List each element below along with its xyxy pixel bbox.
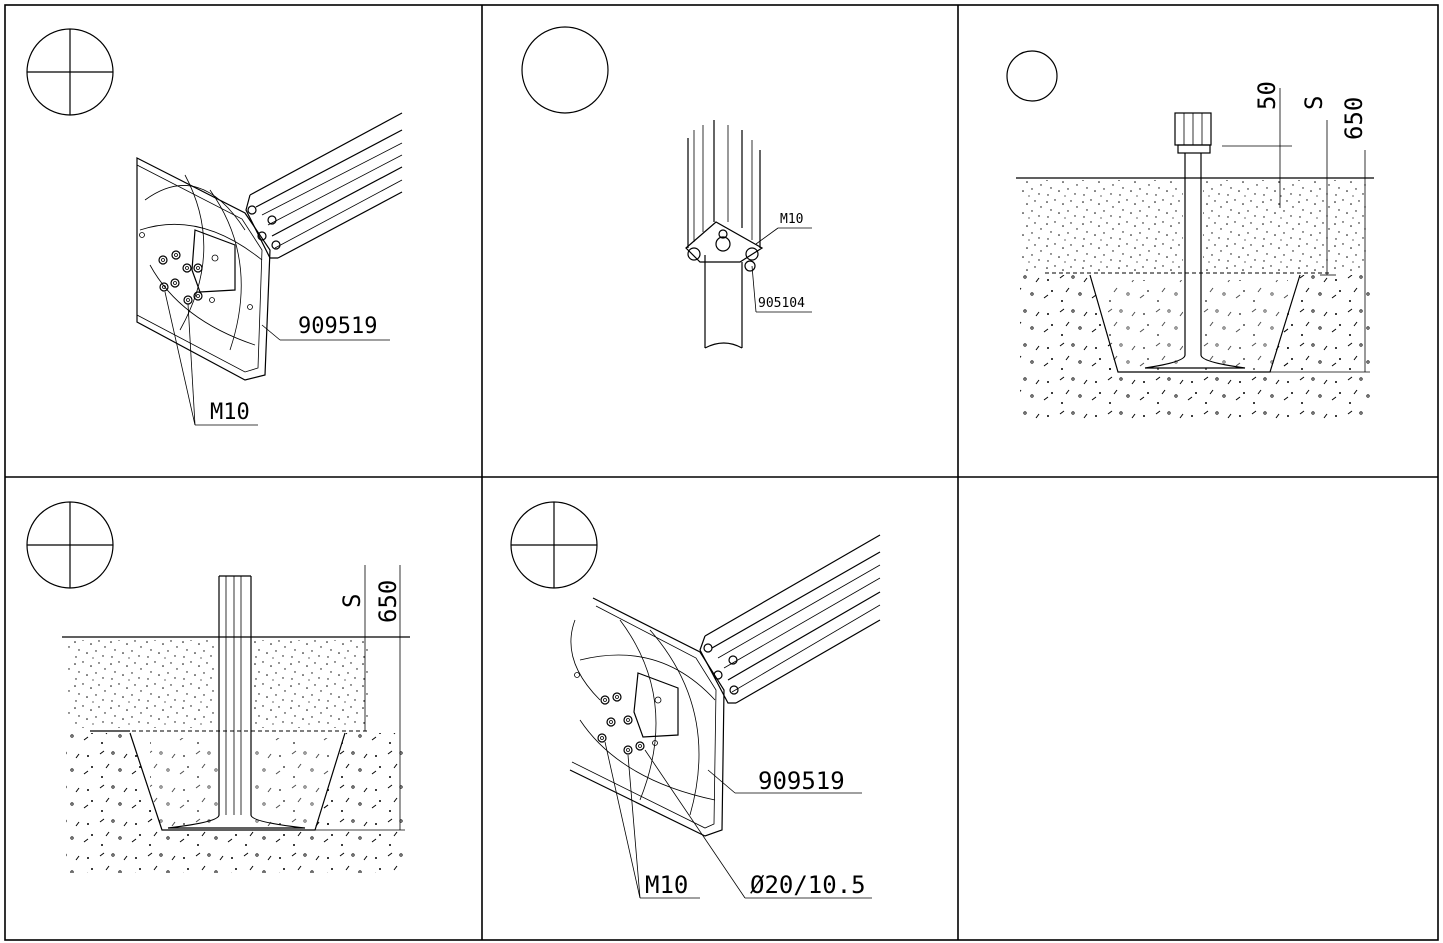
dimension-s-label: S xyxy=(1300,96,1328,110)
panel-grid xyxy=(4,4,1439,941)
post xyxy=(167,575,306,829)
panel-1-bracket-mount: 909519 M10 xyxy=(26,28,403,426)
bolt-size-label: M10 xyxy=(780,212,803,227)
bolt-size-label: M10 xyxy=(645,871,688,899)
sign-panel-corner xyxy=(136,157,271,381)
panel-2-post-cap: M10 905104 xyxy=(521,26,812,349)
dimension-s-label: S xyxy=(338,594,366,608)
dimension-lines xyxy=(315,565,405,831)
dimension-650-label: 650 xyxy=(374,580,402,623)
crosshair-circle-icon xyxy=(26,501,114,589)
panel-3-foundation-section: 50 S 650 xyxy=(1006,50,1374,420)
bolt-group xyxy=(158,250,203,305)
crosshair-circle-icon xyxy=(26,28,114,116)
profile-rail xyxy=(245,112,403,259)
soil-layers xyxy=(62,576,410,873)
bolt-size-label: M10 xyxy=(210,400,250,425)
dimension-650-label: 650 xyxy=(1340,97,1368,140)
bolt-group xyxy=(597,692,645,755)
dimension-lines xyxy=(1222,88,1370,373)
post xyxy=(1144,112,1246,369)
hole-size-label: Ø20/10.5 xyxy=(750,871,866,899)
crosshair-circle-icon xyxy=(510,501,598,589)
part-number-label: 905104 xyxy=(758,296,805,311)
round-pole xyxy=(704,255,743,349)
part-number-label: 909519 xyxy=(758,767,845,795)
part-number-label: 909519 xyxy=(298,314,377,339)
profile-rail xyxy=(699,534,881,704)
post-bracket xyxy=(685,221,764,272)
panel-5-bracket-mount: 909519 M10 Ø20/10.5 xyxy=(510,501,881,899)
mounting-plate xyxy=(574,672,679,746)
plain-circle-icon xyxy=(521,26,609,114)
leader-lines xyxy=(164,291,390,426)
leader-lines xyxy=(604,741,872,899)
leader-lines xyxy=(751,227,812,313)
soil-layers xyxy=(1016,150,1374,420)
mounting-plate xyxy=(139,229,253,310)
dimension-50-label: 50 xyxy=(1253,81,1281,110)
plain-circle-icon xyxy=(1006,50,1058,102)
panel-4-foundation-section: S 650 xyxy=(26,501,410,873)
sign-panel-corner xyxy=(569,597,725,837)
profile-post xyxy=(687,120,761,248)
